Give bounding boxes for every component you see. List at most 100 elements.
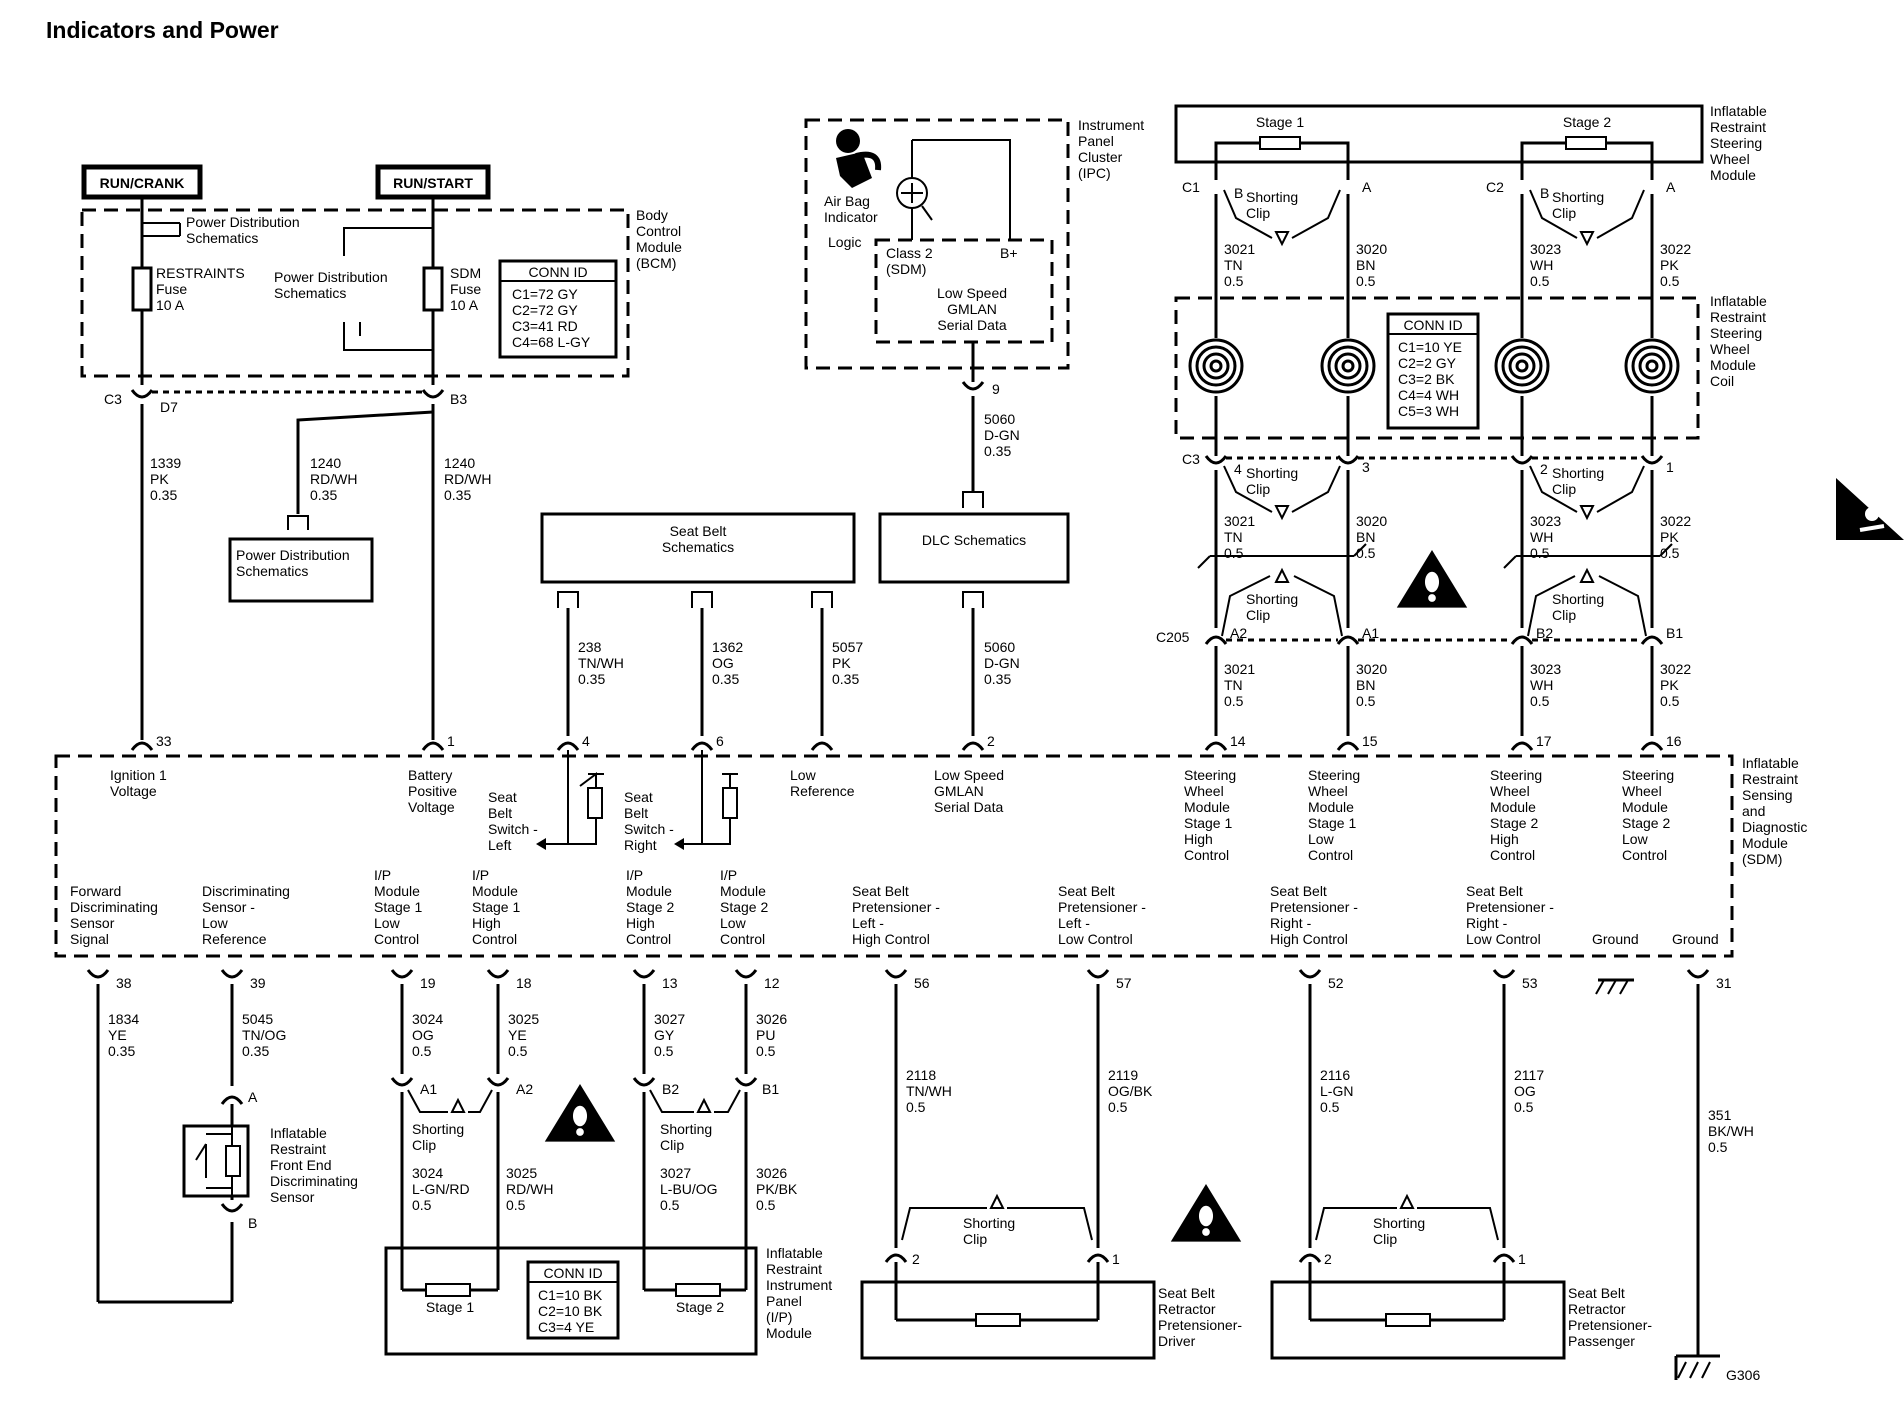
- shorting-clip-label: Shorting: [660, 1121, 712, 1137]
- page-title: Indicators and Power: [46, 17, 279, 43]
- steering-line: Wheel: [1710, 151, 1750, 167]
- power-distribution-box: [228, 537, 374, 603]
- coil-line: Module: [1710, 357, 1756, 373]
- wire-circuit: 3022: [1660, 661, 1691, 677]
- front-sensor-line: Restraint: [270, 1141, 326, 1157]
- ipc-gmlan-line: Serial Data: [937, 317, 1006, 333]
- sdm-top-pin-label: High: [1490, 831, 1519, 847]
- shorting-clip-label: Clip: [1246, 481, 1270, 497]
- wire-gauge: 0.5: [1356, 273, 1376, 289]
- shorting-clip-label: Clip: [1552, 607, 1576, 623]
- wire-color: PK: [1660, 677, 1679, 693]
- warning-icons: [544, 550, 1468, 1242]
- steering-pin-a-2: A: [1666, 179, 1676, 195]
- wire-color: YE: [108, 1027, 127, 1043]
- sdm-top-pin-label: Wheel: [1490, 783, 1530, 799]
- ip-module-line: Restraint: [766, 1261, 822, 1277]
- retractor-driver-line: Retractor: [1158, 1301, 1216, 1317]
- sdm-top-pin-number: 16: [1666, 733, 1682, 749]
- switch-right-line: Switch -: [624, 821, 674, 837]
- sdm-top-pin-label: Low: [1308, 831, 1335, 847]
- steering-line: Steering: [1710, 135, 1762, 151]
- coil-line: Restraint: [1710, 309, 1766, 325]
- sdm-bottom-pin-label: Stage 2: [720, 899, 768, 915]
- shorting-clip-label: Clip: [963, 1231, 987, 1247]
- wire-circuit: 2119: [1108, 1067, 1138, 1083]
- wire-circuit: 2117: [1514, 1067, 1544, 1083]
- wire-color: TN: [1224, 677, 1243, 693]
- fuse-sdm-line: Fuse: [450, 281, 481, 297]
- wire-color: PU: [756, 1027, 775, 1043]
- indicator-line: Air Bag: [824, 193, 870, 209]
- sdm-bottom-pin-label: Pretensioner -: [1466, 899, 1554, 915]
- wire-gauge: 0.5: [1660, 693, 1680, 709]
- bcm-pds-line: Schematics: [186, 230, 258, 246]
- shorting-clip-label: Shorting: [1552, 189, 1604, 205]
- retractor-driver-line: Driver: [1158, 1333, 1196, 1349]
- sdm-top-pin-label: Reference: [790, 783, 855, 799]
- wire-gauge: 0.5: [1660, 273, 1680, 289]
- wire-color: PK: [150, 471, 169, 487]
- seat-belt-box-line: Schematics: [662, 539, 734, 555]
- retractor-pin-2: 2: [912, 1251, 920, 1267]
- coil-conn-line: C5=3 WH: [1398, 403, 1459, 419]
- wire-gauge: 0.5: [1708, 1139, 1728, 1155]
- sdm-bottom-pin-label: Ground: [1592, 931, 1639, 947]
- sdm-bottom-pin-label: Low: [202, 915, 229, 931]
- wire-color: YE: [508, 1027, 527, 1043]
- retractor-driver-box: [860, 1280, 1156, 1360]
- wire-gauge: 0.35: [984, 671, 1011, 687]
- steering-module-box: [1174, 104, 1704, 164]
- sdm-top-pin-label: Voltage: [110, 783, 157, 799]
- shorting-clip-label: Shorting: [1246, 591, 1298, 607]
- coil-label: InflatableRestraintSteeringWheelModuleCo…: [1710, 293, 1767, 389]
- wire-color: BN: [1356, 529, 1375, 545]
- switch-left-line: Seat: [488, 789, 517, 805]
- retractor-passenger-line: Retractor: [1568, 1301, 1626, 1317]
- sdm-bottom-pin-label: Seat Belt: [1466, 883, 1523, 899]
- sdm-bottom-pin-label: Discriminating: [70, 899, 158, 915]
- dlc-schematics-label: DLC Schematics: [922, 532, 1026, 548]
- sdm-top-pin-label: Steering: [1184, 767, 1236, 783]
- sdm-bottom-pin-label: Module: [374, 883, 420, 899]
- shorting-clip-label: Clip: [1552, 481, 1576, 497]
- wire-color: WH: [1530, 677, 1553, 693]
- sdm-top-pin-label: Control: [1622, 847, 1667, 863]
- steering-pin-b-1: B: [1234, 185, 1243, 201]
- wire-color: TN/WH: [906, 1083, 952, 1099]
- wire-gauge: 0.35: [832, 671, 859, 687]
- wire-gauge: 0.35: [712, 671, 739, 687]
- sdm-bottom-pin-label: Forward: [70, 883, 121, 899]
- ipc-gmlan-line: GMLAN: [947, 301, 997, 317]
- run-crank-label: RUN/CRANK: [100, 175, 185, 191]
- wire-circuit: 3024: [412, 1165, 443, 1181]
- sdm-label-line: Restraint: [1742, 771, 1798, 787]
- mid-pds-line: Schematics: [274, 285, 346, 301]
- switch-right-line: Belt: [624, 805, 648, 821]
- bottom-circuit-network: 1834YE0.355045TN/OG0.35AB3024OG0.53025YE…: [96, 984, 1754, 1380]
- sdm-bottom-pin-label: Signal: [70, 931, 109, 947]
- sdm-top-pin-label: Wheel: [1308, 783, 1348, 799]
- sdm-bottom-pin-label: Sensor -: [202, 899, 255, 915]
- wire-gauge: 0.35: [984, 443, 1011, 459]
- ip-conn-line: C1=10 BK: [538, 1287, 603, 1303]
- sdm-bottom-pin-label: Right -: [1466, 915, 1508, 931]
- wire-circuit: 3025: [506, 1165, 537, 1181]
- steering-circuit-network: ShortingClipShortingClip3021TN0.53020BN0…: [1156, 189, 1691, 736]
- sdm-bottom-pin-number: 39: [250, 975, 266, 991]
- pin-2: 2: [1540, 461, 1548, 477]
- sdm-bottom-pin-number: 12: [764, 975, 780, 991]
- sensor-pin-a: A: [248, 1089, 258, 1105]
- bcm: RUN/CRANK RUN/START BodyControlModule(BC…: [80, 164, 682, 740]
- pin-b1: B1: [1666, 625, 1683, 641]
